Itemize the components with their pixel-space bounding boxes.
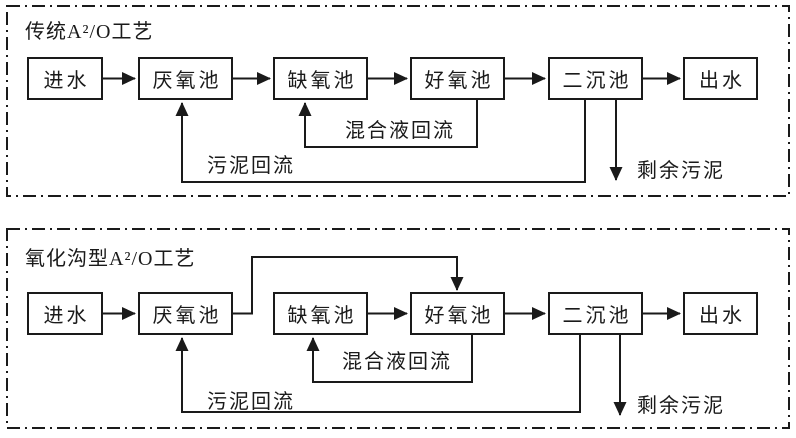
label-sludge-return-2: 污泥回流	[207, 391, 295, 413]
sludge-return-line	[175, 100, 586, 183]
label-mixed-liquor-return-2: 混合液回流	[342, 351, 452, 373]
label-excess-sludge-2: 剩余污泥	[637, 395, 725, 417]
process-box-influent-2: 进水	[27, 292, 103, 335]
label-sludge-return: 污泥回流	[207, 155, 295, 177]
process-box-anoxic-tank: 缺氧池	[273, 57, 368, 100]
sludge-return-line-2	[175, 335, 581, 413]
mixed-liquor-return-line	[298, 100, 478, 148]
process-box-aerobic-tank: 好氧池	[410, 57, 505, 100]
process-box-effluent-2: 出水	[683, 292, 758, 335]
process-box-anoxic-tank-2: 缺氧池	[273, 292, 368, 335]
process-box-secondary-clarifier: 二沉池	[548, 57, 643, 100]
diagram-title-traditional: 传统A²/O工艺	[25, 21, 154, 43]
label-excess-sludge: 剩余污泥	[637, 160, 725, 182]
mixed-liquor-return-line-2	[306, 335, 473, 383]
process-box-anaerobic-tank: 厌氧池	[138, 57, 233, 100]
panel-frame-oxidation-ditch	[6, 228, 790, 429]
anaerobic-bypass-to-aerobic-line	[233, 256, 464, 315]
process-box-anaerobic-tank-2: 厌氧池	[138, 292, 233, 335]
process-box-influent: 进水	[27, 57, 103, 100]
panel-frame-traditional	[6, 5, 790, 197]
diagram-title-oxidation-ditch: 氧化沟型A²/O工艺	[25, 248, 196, 270]
label-mixed-liquor-return: 混合液回流	[345, 120, 455, 142]
process-box-secondary-clarifier-2: 二沉池	[548, 292, 643, 335]
process-box-aerobic-tank-2: 好氧池	[410, 292, 505, 335]
process-box-effluent: 出水	[683, 57, 758, 100]
